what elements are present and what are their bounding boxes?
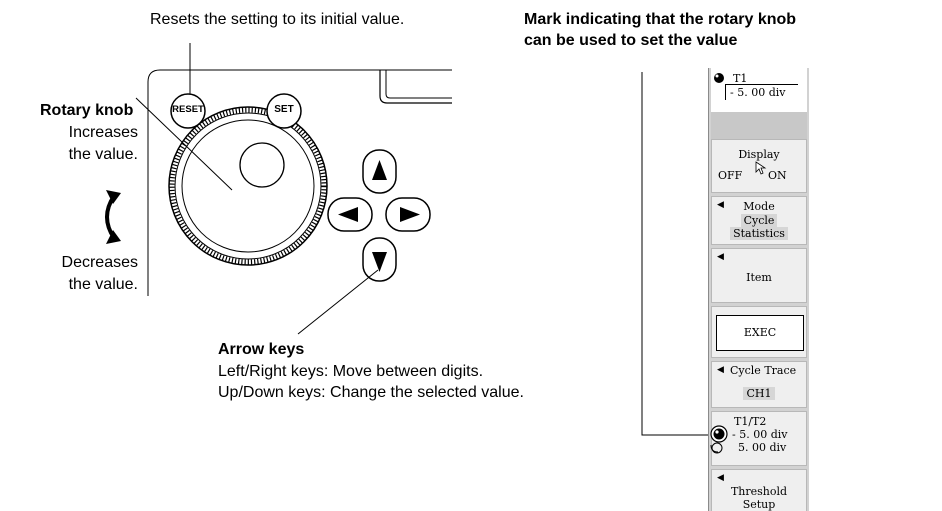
front-panel-outline — [147, 69, 452, 296]
knob-finger-dimple — [239, 142, 285, 188]
reset-button[interactable]: RESET — [172, 104, 204, 115]
menu-mode-value-2: Statistics — [730, 227, 788, 240]
reset-button-shape — [170, 93, 206, 129]
menu-cycle-trace-box[interactable]: ◀ Cycle Trace CH1 — [711, 361, 807, 408]
exec-button[interactable]: EXEC — [716, 315, 804, 351]
arrow-leader-line — [297, 269, 379, 335]
rotary-knob[interactable] — [168, 106, 328, 266]
menu-display-box[interactable]: Display OFF ON — [711, 139, 807, 193]
menu-display-off: OFF — [718, 169, 743, 182]
cursor-arrow-icon — [755, 161, 767, 175]
menu-t1t2-label: T1/T2 — [734, 415, 767, 428]
arrow-keys-ud-note: Up/Down keys: Change the selected value. — [218, 384, 524, 401]
menu-t1-label: T1 — [733, 72, 748, 85]
set-button[interactable]: SET — [274, 104, 294, 115]
menu-threshold-label-1: Threshold — [730, 485, 788, 498]
menu-exec-label: EXEC — [743, 326, 777, 339]
menu-threshold-box[interactable]: ◀ Threshold Setup — [711, 469, 807, 511]
menu-item-box[interactable]: ◀ Item — [711, 248, 807, 303]
submenu-triangle-icon: ◀ — [717, 473, 724, 483]
menu-t1-value: - 5. 00 div — [725, 84, 798, 100]
rotary-knob-title: Rotary knob — [40, 102, 134, 119]
decrease-label-1: Decreases — [61, 254, 138, 271]
menu-mode-box[interactable]: ◀ Mode Cycle Statistics — [711, 196, 807, 245]
menu-mode-label: Mode — [743, 200, 775, 213]
arrow-keys-title: Arrow keys — [218, 341, 305, 358]
menu-t1t2-value-1: - 5. 00 div — [732, 428, 788, 441]
increase-decrease-arrow-icon — [105, 190, 121, 244]
arrow-keys-lr-note: Left/Right keys: Move between digits. — [218, 363, 484, 380]
submenu-triangle-icon: ◀ — [717, 252, 724, 262]
menu-item-label: Item — [746, 271, 772, 284]
decrease-label-2: the value. — [68, 276, 138, 293]
reset-note: Resets the setting to its initial value. — [150, 11, 405, 28]
knob-leader-line — [135, 97, 233, 191]
increase-label-2: the value. — [68, 146, 138, 163]
knob-mark-icon — [714, 73, 724, 83]
menu-display-label: Display — [738, 148, 780, 161]
submenu-triangle-icon: ◀ — [717, 200, 724, 210]
menu-display-on: ON — [768, 169, 787, 182]
menu-cycle-trace-label: Cycle Trace — [730, 364, 797, 377]
menu-mode-value-1: Cycle — [740, 214, 778, 227]
arrow-keys[interactable] — [327, 149, 431, 282]
menu-cycle-trace-value: CH1 — [743, 387, 775, 400]
submenu-triangle-icon: ◀ — [717, 365, 724, 375]
set-button-shape — [266, 93, 302, 129]
t1t2-knob-mark-icon — [710, 425, 728, 454]
menu-threshold-label-2: Setup — [742, 498, 776, 511]
menu-t1t2-value-2: 5. 00 div — [738, 441, 787, 454]
menu-exec-box[interactable]: EXEC — [711, 306, 807, 358]
mark-note-line1: Mark indicating that the rotary knob — [524, 11, 797, 28]
menu-t1t2-box[interactable]: T1/T2 - 5. 00 div 5. 00 div — [711, 411, 807, 466]
mark-leader-line — [641, 72, 717, 436]
menu-t1-box[interactable]: T1 - 5. 00 div — [711, 68, 807, 112]
increase-label-1: Increases — [68, 124, 138, 141]
mark-note-line2: can be used to set the value — [524, 32, 738, 49]
